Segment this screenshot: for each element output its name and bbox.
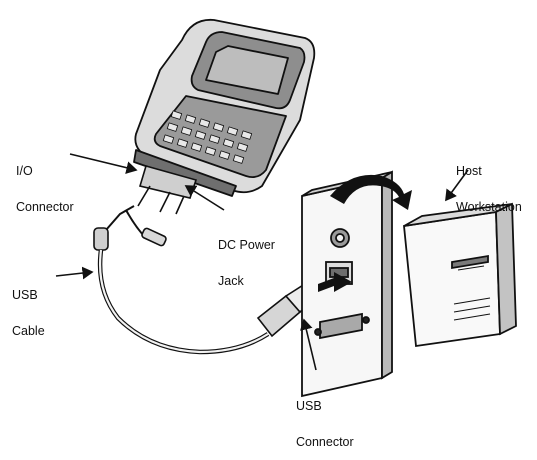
host-workstation-label-line1: Host — [456, 165, 522, 177]
usb-cable-label-line2: Cable — [12, 325, 45, 337]
io-connector-label-line2: Connector — [16, 201, 74, 213]
host-workstation-label: Host Workstation — [456, 141, 522, 225]
io-connector-label-line1: I/O — [16, 165, 74, 177]
usb-cable-label-line1: USB — [12, 289, 45, 301]
usb-cable-label: USB Cable — [12, 265, 45, 349]
dc-power-jack-label-line1: DC Power — [218, 239, 275, 251]
usb-connector-label: USB Connector — [296, 376, 354, 460]
host-workstation-tower — [404, 204, 516, 346]
usb-connector-label-line2: Connector — [296, 436, 354, 448]
dc-power-jack-label: DC Power Jack — [218, 215, 275, 299]
host-workstation-label-line2: Workstation — [456, 201, 522, 213]
io-connector-cable — [106, 166, 196, 230]
dc-power-plug — [126, 210, 167, 247]
dc-power-jack-label-line2: Jack — [218, 275, 275, 287]
io-connector-label: I/O Connector — [16, 141, 74, 225]
usb-connector-label-line1: USB — [296, 400, 354, 412]
